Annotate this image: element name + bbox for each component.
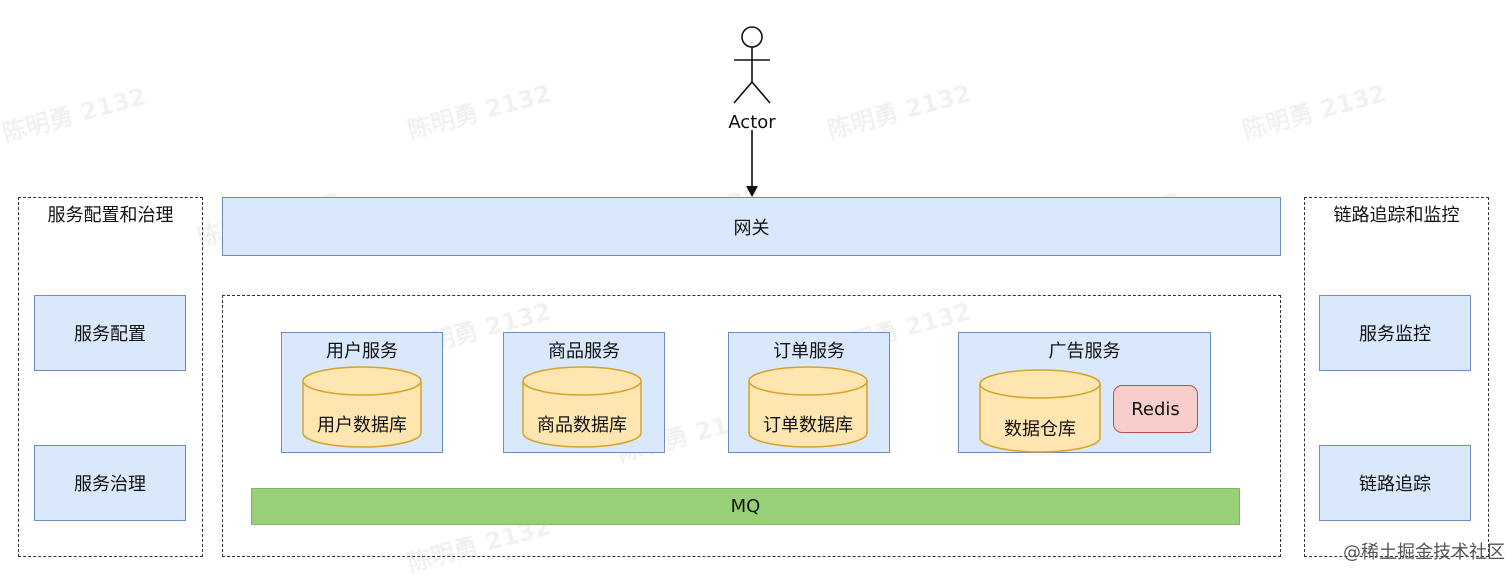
actor-gateway-arrow bbox=[746, 130, 758, 197]
order-service-title: 订单服务 bbox=[773, 341, 845, 362]
data-warehouse-label: 数据仓库 bbox=[1004, 419, 1076, 440]
actor-label: Actor bbox=[728, 112, 776, 133]
service-governance-box: 服务治理 bbox=[34, 445, 186, 521]
user-db: 用户数据库 bbox=[302, 366, 422, 448]
gateway: 网关 bbox=[222, 197, 1281, 256]
database-icon bbox=[748, 366, 868, 448]
watermark: 陈明勇 2132 bbox=[0, 82, 149, 148]
database-icon bbox=[522, 366, 642, 448]
product-db-label: 商品数据库 bbox=[537, 415, 627, 436]
redis-box: Redis bbox=[1113, 385, 1198, 433]
services-container bbox=[222, 295, 1281, 557]
watermark: 陈明勇 2132 bbox=[824, 79, 974, 145]
watermark: 陈明勇 2132 bbox=[1239, 79, 1389, 145]
footer-credit: @稀土掘金技术社区 bbox=[1343, 542, 1505, 563]
service-config-label: 服务配置 bbox=[74, 324, 146, 345]
left-panel: 服务配置和治理 bbox=[18, 197, 203, 557]
service-monitor-label: 服务监控 bbox=[1359, 324, 1431, 345]
data-warehouse-db: 数据仓库 bbox=[979, 369, 1101, 453]
trace-box: 链路追踪 bbox=[1319, 445, 1471, 521]
product-service-title: 商品服务 bbox=[548, 341, 620, 362]
user-service-title: 用户服务 bbox=[326, 341, 398, 362]
right-panel: 链路追踪和监控 bbox=[1304, 197, 1489, 557]
trace-label: 链路追踪 bbox=[1359, 474, 1431, 495]
product-db: 商品数据库 bbox=[522, 366, 642, 448]
service-config-box: 服务配置 bbox=[34, 295, 186, 371]
order-db-label: 订单数据库 bbox=[763, 415, 853, 436]
left-panel-title: 服务配置和治理 bbox=[47, 205, 174, 226]
actor: Actor bbox=[720, 20, 784, 140]
watermark: 陈明勇 2132 bbox=[404, 79, 554, 145]
database-icon bbox=[302, 366, 422, 448]
gateway-label: 网关 bbox=[733, 217, 770, 239]
right-panel-title: 链路追踪和监控 bbox=[1333, 205, 1460, 226]
database-icon bbox=[979, 369, 1101, 453]
mq-label: MQ bbox=[730, 496, 761, 517]
mq-bar: MQ bbox=[251, 488, 1240, 525]
service-governance-label: 服务治理 bbox=[74, 474, 146, 495]
ad-service-title: 广告服务 bbox=[1048, 341, 1121, 362]
service-monitor-box: 服务监控 bbox=[1319, 295, 1471, 371]
actor-icon bbox=[733, 26, 771, 104]
order-db: 订单数据库 bbox=[748, 366, 868, 448]
user-db-label: 用户数据库 bbox=[317, 415, 407, 436]
redis-label: Redis bbox=[1131, 398, 1180, 420]
